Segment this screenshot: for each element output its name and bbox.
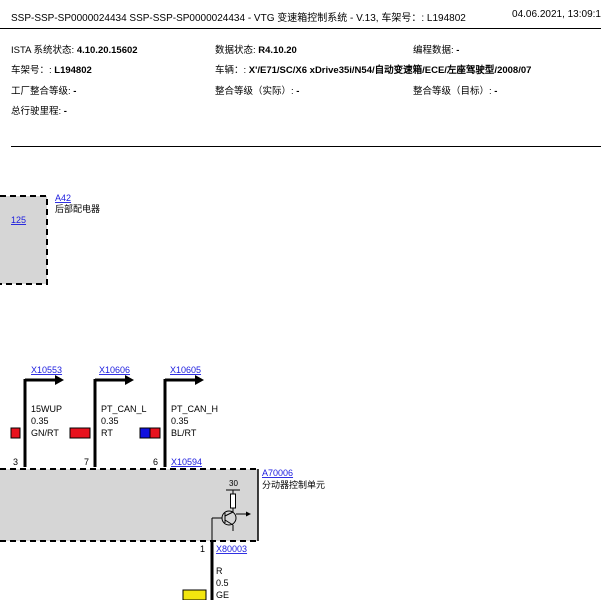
wire-pt-can-h-signal: PT_CAN_H <box>171 404 218 414</box>
a42-name: 后部配电器 <box>55 203 100 214</box>
wiring-diagram: 125 A42 后部配电器 X10553 X10606 X10605 15WUP… <box>0 150 601 605</box>
wire-15wup-color-code: GN/RT <box>31 428 59 438</box>
wire-pt-can-h-color-code: BL/RT <box>171 428 197 438</box>
a42-box <box>0 196 47 284</box>
a70006-name: 分动器控制单元 <box>262 479 325 490</box>
supply-30-label: 30 <box>229 479 238 488</box>
pin-1: 1 <box>200 544 205 554</box>
a70006-box <box>0 469 258 541</box>
pin-6: 6 <box>153 457 158 467</box>
internal-circuit <box>211 489 248 541</box>
wire-pt-can-l-color-code: RT <box>101 428 113 438</box>
header-date: 04.06.2021, 13:09:1 <box>512 9 601 20</box>
ista-status: ISTA 系统状态: 4.10.20.15602 <box>11 45 138 56</box>
programming-data: 编程数据: - <box>413 45 460 56</box>
page-header: SSP-SSP-SP0000024434 SSP-SSP-SP000002443… <box>0 0 601 29</box>
factory-integration-level: 工厂整合等级: - <box>11 86 77 97</box>
swatch-bl-rt-blue <box>139 427 151 439</box>
a42-link[interactable]: A42 <box>55 193 71 203</box>
header-title: SSP-SSP-SP0000024434 SSP-SSP-SP000002443… <box>11 13 466 24</box>
bottom-color: R <box>216 566 223 576</box>
swatch-gn-rt <box>10 427 21 439</box>
total-mileage: 总行驶里程: - <box>11 106 67 117</box>
output-arrow <box>246 511 251 517</box>
bottom-color-code: GE <box>216 590 229 600</box>
pin-3: 3 <box>13 457 18 467</box>
swatch-ge <box>182 589 207 601</box>
wire-pt-can-l-signal: PT_CAN_L <box>101 404 147 414</box>
connector-x10606-link[interactable]: X10606 <box>99 365 130 375</box>
actual-integration-level: 整合等级（实际）: - <box>215 86 300 97</box>
bottom-size: 0.5 <box>216 578 229 588</box>
arrow-x10605 <box>165 375 204 385</box>
data-status: 数据状态: R4.10.20 <box>215 45 297 56</box>
pin-7: 7 <box>84 457 89 467</box>
a42-pin-ref-link[interactable]: 125 <box>11 215 26 225</box>
header-divider <box>11 146 601 147</box>
a70006-link[interactable]: A70006 <box>262 468 293 478</box>
vehicle: 车辆：: X'/E71/SC/X6 xDrive35i/N54/自动变速箱/EC… <box>215 65 532 76</box>
connector-x10553-link[interactable]: X10553 <box>31 365 62 375</box>
wire-15wup-signal: 15WUP <box>31 404 62 414</box>
wire-pt-can-h-size: 0.35 <box>171 416 189 426</box>
connector-x10594-link[interactable]: X10594 <box>171 457 202 467</box>
vin: 车架号：: L194802 <box>11 65 92 76</box>
target-integration-level: 整合等级（目标）: - <box>413 86 498 97</box>
a42-outline <box>0 195 48 285</box>
wire-pt-can-l-size: 0.35 <box>101 416 119 426</box>
swatch-rt <box>69 427 91 439</box>
arrow-x10553 <box>25 375 64 385</box>
arrow-x10606 <box>95 375 134 385</box>
connector-x80003-link[interactable]: X80003 <box>216 544 247 554</box>
swatch-bl-rt-red <box>149 427 161 439</box>
wire-15wup-size: 0.35 <box>31 416 49 426</box>
connector-x10605-link[interactable]: X10605 <box>170 365 201 375</box>
